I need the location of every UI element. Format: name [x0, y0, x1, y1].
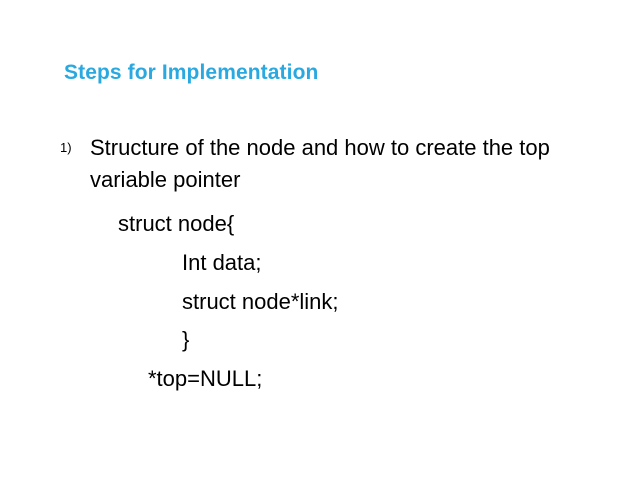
- code-snippet: struct node{ Int data; struct node*link;…: [60, 204, 580, 398]
- code-line-top-null: *top=NULL;: [148, 366, 263, 391]
- code-line-struct-node-link: struct node*link;: [182, 289, 339, 314]
- list-item-text: Structure of the node and how to create …: [90, 135, 550, 192]
- numbered-list: 1) Structure of the node and how to crea…: [60, 132, 605, 196]
- page-title: Steps for Implementation: [64, 61, 319, 84]
- code-line-int-data: Int data;: [182, 250, 262, 275]
- code-line-struct-open: struct node{: [118, 211, 235, 236]
- list-item: 1) Structure of the node and how to crea…: [60, 132, 605, 196]
- code-line-struct-close: }: [182, 327, 190, 352]
- list-item-marker: 1): [60, 140, 72, 155]
